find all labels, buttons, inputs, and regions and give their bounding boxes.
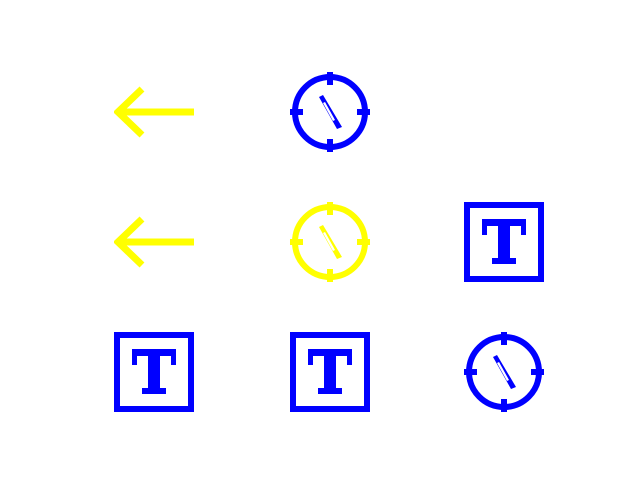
text-box-icon: [464, 202, 544, 282]
arrow-left-icon: [114, 72, 194, 152]
text-box-icon: [464, 202, 544, 282]
text-box-icon: [290, 332, 370, 412]
compass-icon: [464, 332, 544, 412]
text-box-icon: [114, 332, 194, 412]
compass-icon: [290, 72, 370, 152]
compass-icon: [464, 332, 544, 412]
arrow-left-icon: [114, 86, 194, 138]
arrow-left-icon: [114, 202, 194, 282]
text-box-icon: [114, 332, 194, 412]
text-box-icon: [290, 332, 370, 412]
compass-icon: [290, 202, 370, 282]
compass-icon: [290, 72, 370, 152]
arrow-left-icon: [114, 216, 194, 268]
compass-icon: [290, 202, 370, 282]
